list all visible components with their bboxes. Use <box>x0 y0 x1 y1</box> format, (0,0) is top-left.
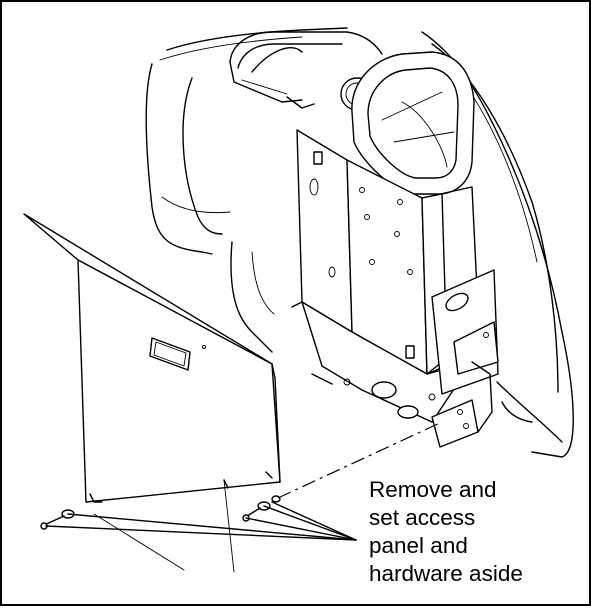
window-frame <box>351 51 475 195</box>
guide-lines <box>93 421 443 573</box>
callout-text: Remove and set access panel and hardware… <box>369 476 589 588</box>
callout-line-1: Remove and <box>369 477 497 502</box>
panel-hardware <box>40 495 281 530</box>
callout-leaders <box>45 501 357 541</box>
callout-line-2: set access <box>369 505 476 530</box>
callout-line-3: panel and <box>369 533 468 558</box>
callout-line-4: hardware aside <box>369 561 523 586</box>
side-bracket <box>431 269 499 448</box>
access-panel <box>23 213 281 503</box>
